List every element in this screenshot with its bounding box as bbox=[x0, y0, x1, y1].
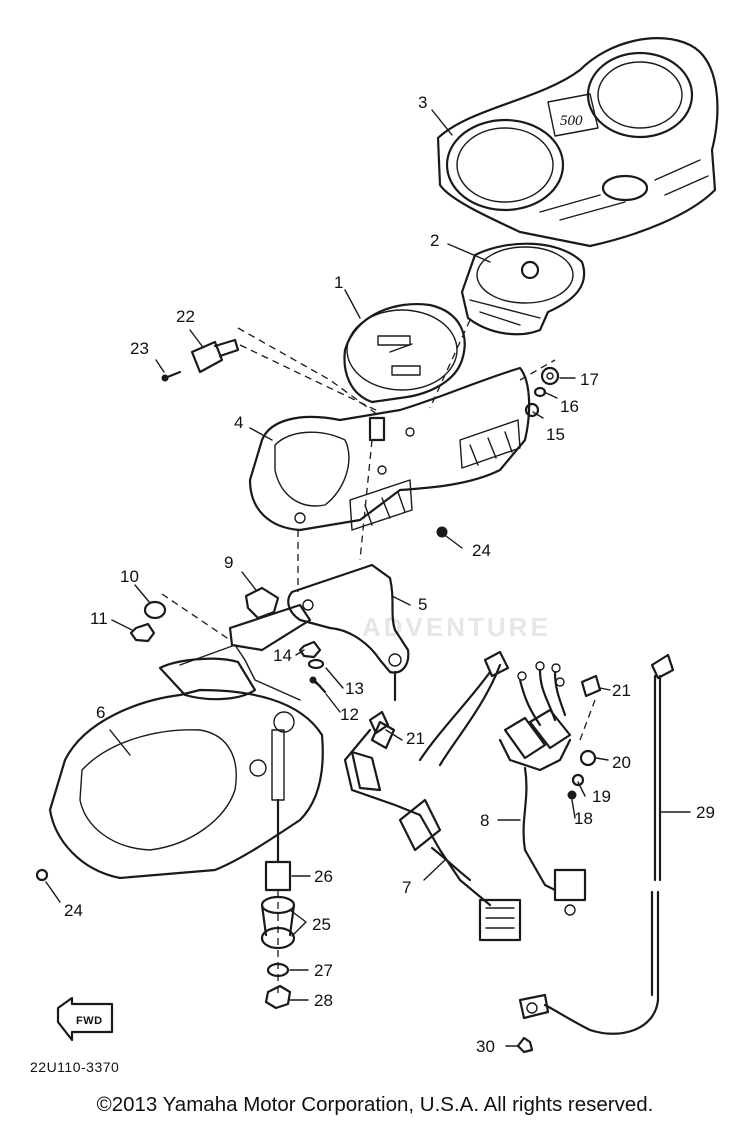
callout-labels: 1 2 3 4 5 6 7 8 9 10 11 12 13 14 15 16 1… bbox=[64, 93, 715, 1056]
assembly-lines bbox=[161, 319, 596, 995]
callout-13: 13 bbox=[345, 679, 364, 698]
callout-29: 29 bbox=[696, 803, 715, 822]
callout-7: 7 bbox=[402, 878, 411, 897]
callout-6: 6 bbox=[96, 703, 105, 722]
callout-26: 26 bbox=[314, 867, 333, 886]
callout-25: 25 bbox=[312, 915, 331, 934]
meter-stay-bracket[interactable] bbox=[287, 563, 410, 702]
callout-3: 3 bbox=[418, 93, 427, 112]
callout-27: 27 bbox=[314, 961, 333, 980]
wire-harness-8[interactable] bbox=[498, 661, 587, 916]
callout-14: 14 bbox=[273, 646, 292, 665]
callout-23: 23 bbox=[130, 339, 149, 358]
nut-28[interactable] bbox=[264, 984, 292, 1010]
collar-26[interactable] bbox=[264, 729, 292, 892]
copyright-footer: ©2013 Yamaha Motor Corporation, U.S.A. A… bbox=[96, 1093, 654, 1116]
screw-15[interactable] bbox=[524, 402, 540, 418]
bulb-21-right[interactable] bbox=[580, 674, 602, 698]
callout-10: 10 bbox=[120, 567, 139, 586]
speedometer-unit[interactable] bbox=[343, 303, 466, 404]
callout-5: 5 bbox=[418, 595, 427, 614]
callout-4: 4 bbox=[234, 413, 243, 432]
callout-18: 18 bbox=[574, 809, 593, 828]
bulb-21-left[interactable] bbox=[368, 710, 390, 735]
nut-11[interactable] bbox=[129, 622, 156, 643]
cable-adapter-22[interactable] bbox=[190, 338, 240, 374]
screw-18[interactable] bbox=[567, 790, 577, 800]
watermark-text: ADVENTURE bbox=[362, 612, 551, 642]
fwd-arrow-label: FWD bbox=[76, 1015, 103, 1027]
callout-12: 12 bbox=[340, 705, 359, 724]
fwd-arrow-icon: FWD bbox=[56, 996, 114, 1042]
callout-28: 28 bbox=[314, 991, 333, 1010]
socket-20[interactable] bbox=[579, 749, 597, 767]
cable-guide[interactable] bbox=[228, 586, 312, 652]
wire-harness-7[interactable] bbox=[343, 650, 522, 942]
screw-24-lower[interactable] bbox=[35, 868, 49, 882]
callout-24-upper: 24 bbox=[472, 541, 491, 560]
callout-8: 8 bbox=[480, 811, 489, 830]
meter-panel-cover[interactable] bbox=[436, 37, 719, 248]
callout-22: 22 bbox=[176, 307, 195, 326]
callout-15: 15 bbox=[546, 425, 565, 444]
callout-16: 16 bbox=[560, 397, 579, 416]
washer-19[interactable] bbox=[571, 773, 585, 787]
speedometer-cable-29[interactable] bbox=[518, 653, 675, 1035]
screw-23[interactable] bbox=[161, 370, 182, 382]
callout-21-right: 21 bbox=[612, 681, 631, 700]
screw-12[interactable] bbox=[309, 676, 327, 694]
screw-24-upper[interactable] bbox=[436, 526, 448, 538]
callout-11: 11 bbox=[90, 609, 108, 628]
leader-lines bbox=[45, 109, 691, 1047]
speedo-badge-text: 500 bbox=[560, 113, 583, 129]
callout-21-left: 21 bbox=[406, 729, 425, 748]
callout-24-lower: 24 bbox=[64, 901, 83, 920]
callout-9: 9 bbox=[224, 553, 233, 572]
callout-2: 2 bbox=[430, 231, 439, 250]
callout-1: 1 bbox=[334, 273, 343, 292]
washer-13[interactable] bbox=[307, 658, 325, 670]
grommet-10[interactable] bbox=[143, 600, 167, 620]
screw-30[interactable] bbox=[516, 1036, 534, 1054]
callout-17: 17 bbox=[580, 370, 599, 389]
grommet-17[interactable] bbox=[540, 366, 560, 386]
meter-case[interactable] bbox=[248, 366, 531, 532]
nut-14[interactable] bbox=[298, 640, 322, 659]
meter-lower-cover[interactable] bbox=[48, 644, 324, 880]
diagram-code: 22U110-3370 bbox=[30, 1059, 119, 1075]
callout-19: 19 bbox=[592, 787, 611, 806]
tachometer-unit[interactable] bbox=[460, 242, 586, 336]
callout-20: 20 bbox=[612, 753, 631, 772]
callout-30: 30 bbox=[476, 1037, 495, 1056]
